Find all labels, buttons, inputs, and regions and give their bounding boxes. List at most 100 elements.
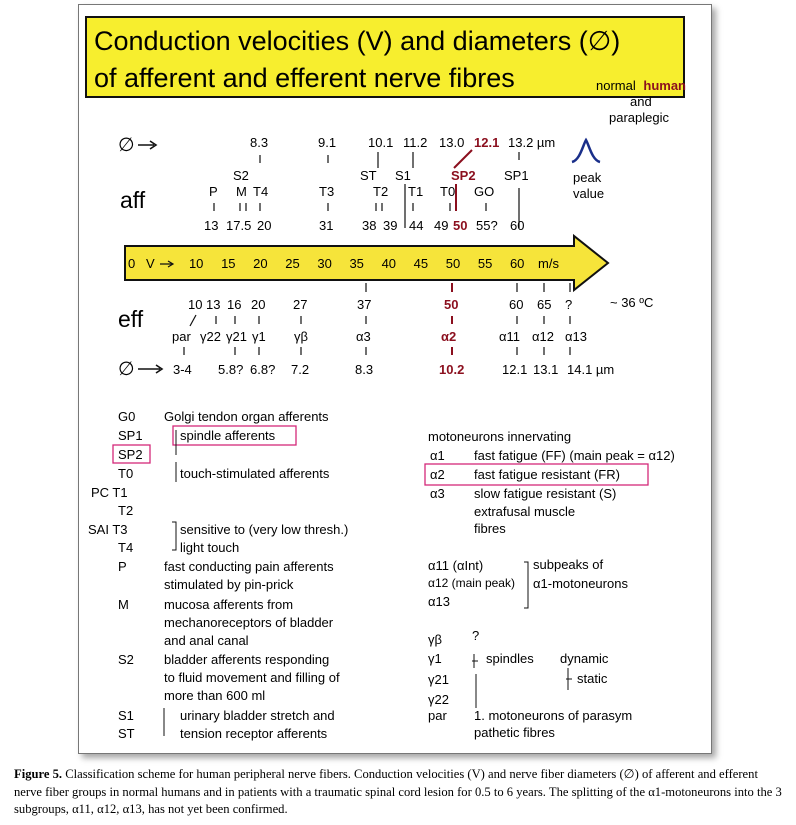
g21-code: γ21	[428, 672, 449, 687]
eff-vel-10: 10	[188, 297, 202, 312]
title-line-2: of afferent and efferent nerve fibres	[94, 63, 515, 93]
aff-name-GO: GO	[474, 184, 494, 199]
axis-tick-50: 50	[446, 256, 460, 271]
aff-name-P: P	[209, 184, 218, 199]
a13-code: α13	[428, 594, 450, 609]
eff-diam-13.1: 13.1	[533, 362, 558, 377]
eff-ticks	[183, 283, 571, 355]
aff-vel-60: 60	[510, 218, 524, 233]
eff-vel-13: 13	[206, 297, 220, 312]
eff-name-g21: γ21	[226, 329, 247, 344]
aff-name-T2: T2	[373, 184, 388, 199]
eff-name-a3: α3	[356, 329, 371, 344]
aff-name-T3: T3	[319, 184, 334, 199]
legend-code-M: M	[118, 597, 129, 612]
aff-label: aff	[120, 187, 146, 213]
legend-left: G0 Golgi tendon organ afferents SP1 spin…	[88, 409, 348, 741]
legend-code-T1: PC T1	[91, 485, 128, 500]
eff-vel-27: 27	[293, 297, 307, 312]
legend-text-T0: touch-stimulated afferents	[180, 466, 330, 481]
title-banner	[85, 16, 685, 98]
axis-unit: m/s	[538, 256, 559, 271]
legend-text-S2b: to fluid movement and filling of	[164, 670, 340, 685]
static-text: static	[577, 671, 608, 686]
dynamic-text: dynamic	[560, 651, 609, 666]
eff-diam-10.2: 10.2	[439, 362, 464, 377]
eff-vel-20: 20	[251, 297, 265, 312]
legend-text-SP1: spindle afferents	[180, 428, 276, 443]
caption-text: Classification scheme for human peripher…	[14, 767, 782, 816]
axis-tick-30: 30	[317, 256, 331, 271]
eff-name-a2: α2	[441, 329, 456, 344]
legend-code-S2: S2	[118, 652, 134, 667]
aff-vel-49: 49	[434, 218, 448, 233]
eff-vel-37: 37	[357, 297, 371, 312]
axis-tick-35: 35	[349, 256, 363, 271]
eff-vel-16: 16	[227, 297, 241, 312]
alpha3-code: α3	[430, 486, 445, 501]
gb-question: ?	[472, 628, 479, 643]
legend-text-P: fast conducting pain afferents	[164, 559, 334, 574]
fibres-text: fibres	[474, 521, 506, 536]
side-note-normal: normal	[596, 78, 636, 93]
legend-code-T0: T0	[118, 466, 133, 481]
diameter-symbol-aff: ∅	[118, 135, 135, 156]
eff-name-g22: γ22	[200, 329, 221, 344]
eff-diam-8.3: 8.3	[355, 362, 373, 377]
axis-tick-45: 45	[414, 256, 428, 271]
g1-code: γ1	[428, 651, 442, 666]
eff-label: eff	[118, 306, 144, 332]
alpha1-text: fast fatigue (FF) (main peak = α12)	[474, 448, 675, 463]
aff-vel-39: 39	[383, 218, 397, 233]
g22-code: γ22	[428, 692, 449, 707]
motoneurons-heading: motoneurons innervating	[428, 429, 571, 444]
aff-vel-55: 55?	[476, 218, 498, 233]
eff-name-a13: α13	[565, 329, 587, 344]
alpha2-text: fast fatigue resistant (FR)	[474, 467, 620, 482]
axis-tick-55: 55	[478, 256, 492, 271]
alpha1-motoneurons-text: α1-motoneurons	[533, 576, 628, 591]
axis-tick-20: 20	[253, 256, 267, 271]
aff-name-ticks	[213, 184, 520, 228]
aff-name-M: M	[236, 184, 247, 199]
legend-code-SP1: SP1	[118, 428, 143, 443]
peak-curve-icon	[571, 137, 601, 164]
aff-vel-31: 31	[319, 218, 333, 233]
alpha1-code: α1	[430, 448, 445, 463]
axis-tick-10: 10	[189, 256, 203, 271]
eff-name-a12: α12	[532, 329, 554, 344]
gb-code: γβ	[428, 632, 442, 647]
spindles-text: spindles	[486, 651, 534, 666]
eff-diam-5.8: 5.8?	[218, 362, 243, 377]
aff-diam-13.2: 13.2 µm	[508, 135, 555, 150]
aff-vel-38: 38	[362, 218, 376, 233]
legend-code-T4: T4	[118, 540, 133, 555]
peak-label-1: peak	[573, 170, 602, 185]
legend-code-T2: T2	[118, 503, 133, 518]
eff-diam-3-4: 3-4	[173, 362, 192, 377]
aff-vel-20: 20	[257, 218, 271, 233]
legend-text-M2: mechanoreceptors of bladder	[164, 615, 334, 630]
eff-name-g1: γ1	[252, 329, 266, 344]
a12-code: α12 (main peak)	[428, 576, 515, 590]
aff-name-S2: S2	[233, 168, 249, 183]
legend-text-ST: tension receptor afferents	[180, 726, 328, 741]
alpha2-code: α2	[430, 467, 445, 482]
eff-vel-q: ?	[565, 297, 572, 312]
aff-vel-50: 50	[453, 218, 467, 233]
caption-label: Figure 5.	[14, 767, 63, 781]
side-note-line-1: normal human	[596, 78, 686, 93]
aff-diam-9.1: 9.1	[318, 135, 336, 150]
legend-text-P2: stimulated by pin-prick	[164, 577, 294, 592]
diameter-arrow-eff-icon	[138, 364, 164, 374]
aff-diam-11.2: 11.2	[403, 135, 427, 150]
legend-text-S2c: more than 600 ml	[164, 688, 265, 703]
legend-text-S2: bladder afferents responding	[164, 652, 329, 667]
par-code: par	[428, 708, 447, 723]
alpha3-text: slow fatigue resistant (S)	[474, 486, 616, 501]
spindle-afferents-box	[172, 425, 297, 446]
extrafusal-text: extrafusal muscle	[474, 504, 575, 519]
eff-name-par: par	[172, 329, 191, 344]
legend-text-M: mucosa afferents from	[164, 597, 293, 612]
